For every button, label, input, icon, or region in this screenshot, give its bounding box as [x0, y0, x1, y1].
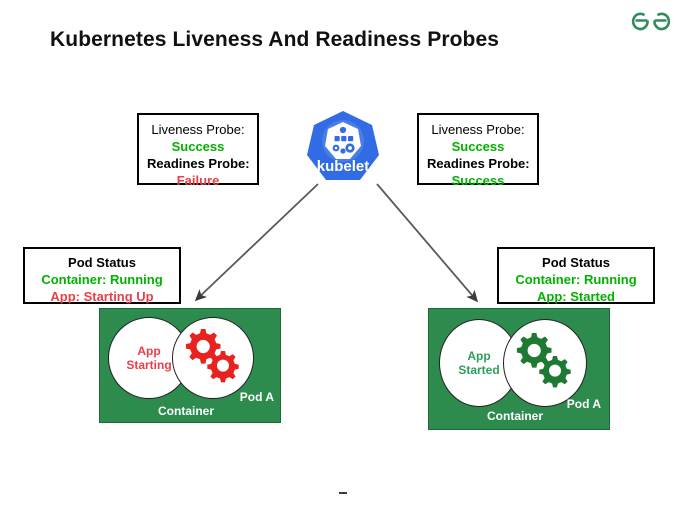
gears-icon: [516, 333, 571, 388]
pod-status-box-right: Pod Status Container: Running App: Start…: [497, 247, 655, 304]
pod-status-box-left: Pod Status Container: Running App: Start…: [23, 247, 181, 304]
kubelet-badge: kubelet: [303, 108, 383, 186]
liveness-readiness-probe-box-right: Liveness Probe: Success Readines Probe: …: [417, 113, 539, 188]
arrow-kubelet-to-pod-left: [194, 183, 319, 302]
bottom-dash-mark: [339, 492, 347, 494]
gears-icon: [185, 329, 239, 383]
app-state-line1: App: [467, 349, 491, 363]
app-state-line2: Started: [458, 363, 500, 377]
liveness-probe-value: Success: [451, 139, 505, 154]
pod-block-left: App Starting Container Pod A: [99, 308, 281, 423]
container-label: Container: [158, 404, 215, 418]
readiness-probe-label: Readines Probe:: [147, 156, 250, 171]
app-state-line1: App: [137, 344, 161, 358]
readiness-probe-label: Readines Probe:: [427, 156, 530, 171]
page-title: Kubernetes Liveness And Readiness Probes: [50, 28, 500, 51]
pod-status-container-line: Container: Running: [41, 272, 163, 287]
pod-status-container-line: Container: Running: [515, 272, 637, 287]
arrow-kubelet-to-pod-right: [376, 183, 479, 303]
pod-name-label: Pod A: [239, 390, 274, 404]
liveness-readiness-probe-box-left: Liveness Probe: Success Readines Probe: …: [137, 113, 259, 188]
gear-circle: [503, 319, 587, 407]
geeksforgeeks-logo: [630, 10, 672, 38]
gear-circle: [172, 317, 254, 399]
app-state-line2: Starting: [126, 358, 172, 372]
pod-name-label: Pod A: [566, 397, 601, 411]
pod-status-app-line: App: Starting Up: [50, 289, 154, 304]
container-label: Container: [487, 409, 544, 423]
liveness-probe-label: Liveness Probe:: [151, 122, 245, 137]
liveness-probe-value: Success: [171, 139, 225, 154]
pod-block-right: App Started Container Pod A: [428, 308, 610, 430]
readiness-probe-value: Success: [451, 173, 505, 188]
pod-status-app-line: App: Started: [537, 289, 615, 304]
liveness-probe-label: Liveness Probe:: [431, 122, 525, 137]
pod-status-title: Pod Status: [68, 255, 136, 270]
pod-status-title: Pod Status: [542, 255, 610, 270]
app-state-text: App Starting: [126, 344, 171, 372]
readiness-probe-value: Failure: [176, 173, 220, 188]
app-state-text: App Started: [458, 349, 499, 377]
kubelet-label: kubelet: [317, 158, 370, 175]
